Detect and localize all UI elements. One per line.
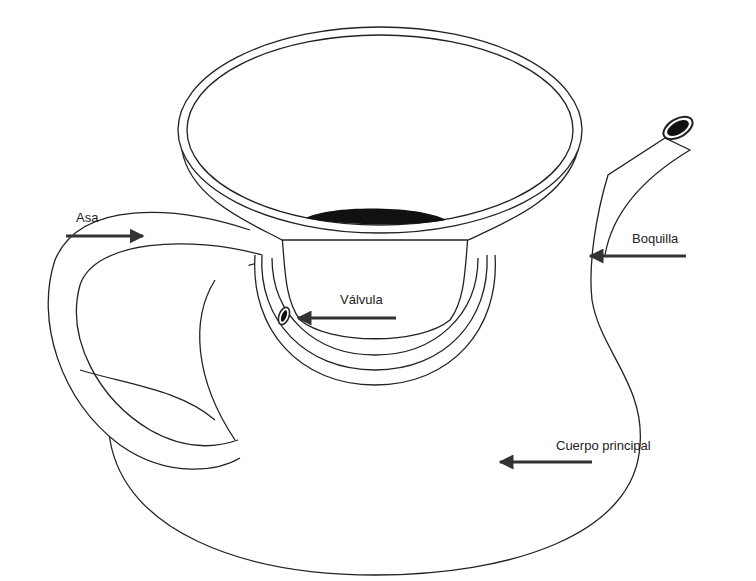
leader-arrow — [66, 235, 143, 238]
part-label: Cuerpo principal — [556, 438, 651, 454]
valve-core — [280, 310, 289, 323]
funnel-neck — [282, 235, 468, 339]
handle-shade — [200, 280, 235, 440]
leader-arrow — [590, 255, 686, 258]
handle-outer — [48, 212, 250, 469]
funnel-rim-inner — [187, 35, 573, 225]
handle-joint — [80, 370, 215, 420]
valve-hole — [276, 306, 292, 326]
leader-arrow — [500, 461, 592, 464]
handle-inner — [76, 244, 262, 446]
funnel-rim-outer — [178, 27, 582, 233]
part-label: Válvula — [340, 292, 383, 308]
leader-arrow — [298, 317, 396, 320]
spout-tip — [660, 112, 697, 144]
funnel-opening — [306, 208, 446, 224]
part-label: Asa — [76, 210, 98, 226]
part-label: Boquilla — [632, 231, 678, 247]
spout-hole — [665, 117, 692, 139]
